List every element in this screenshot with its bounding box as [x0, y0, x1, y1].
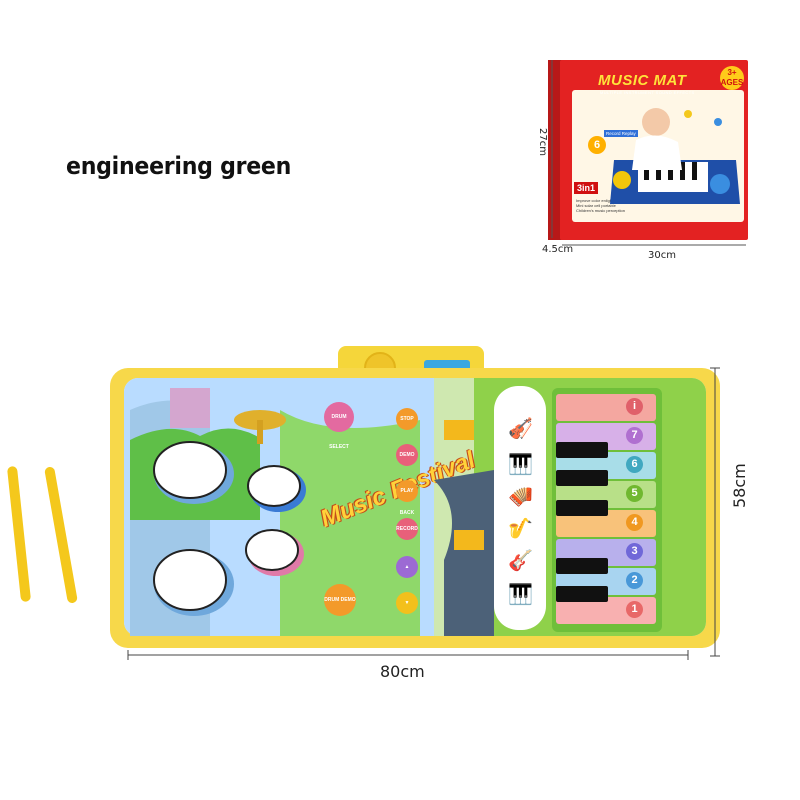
box-height-line [551, 60, 553, 238]
record-replay-label: Record Replay [604, 130, 638, 137]
box-width-line [562, 244, 746, 246]
key-number-badge: i [626, 398, 643, 415]
guitar-icon[interactable]: 🎸 [508, 550, 533, 572]
age-badge: 3+ AGES [720, 66, 744, 90]
drum-pad-icon [153, 549, 227, 611]
bulldozer-icon [454, 530, 484, 550]
box-depth-label: 4.5cm [542, 244, 574, 255]
box-title: MUSIC MAT [598, 72, 687, 89]
box-feature-list: Improve color enlightenment Mini solar c… [576, 198, 626, 213]
mat-width-line [127, 650, 689, 660]
play-back-button[interactable]: PLAY BACK [396, 480, 418, 516]
drum-pad-icon [245, 529, 299, 571]
key-number-badge: 4 [626, 514, 643, 531]
three-in-one-badge: 3in1 [574, 182, 599, 194]
baby-head [642, 108, 670, 136]
feature-item: Mini solar cell portable [576, 203, 616, 208]
mat-width-label: 80cm [380, 662, 425, 681]
box-subtitle: MULTIPLE INSTRUMENT SOUND EFFECTS [600, 90, 695, 95]
record-button[interactable]: RECORD [396, 518, 418, 540]
mat-height-line [710, 367, 720, 657]
feature-item: Children's music perception [576, 208, 626, 213]
drum-demo-button[interactable]: DRUM DEMO [324, 584, 356, 616]
road-illustration [434, 420, 494, 636]
key-number-badge: 3 [626, 543, 643, 560]
saxophone-icon[interactable]: 🎷 [508, 518, 533, 540]
violin-icon[interactable]: 🎻 [508, 418, 533, 440]
key-number-badge: 7 [626, 427, 643, 444]
accordion-icon[interactable]: 🪗 [508, 486, 533, 508]
drum-set-illustration [130, 388, 420, 636]
product-caption: engineering green [66, 152, 292, 180]
key-number-badge: 2 [626, 572, 643, 589]
keyboard-icon[interactable]: 🎹 [508, 584, 533, 606]
mat-height-label: 58cm [730, 463, 749, 508]
mode-number-badge: 6 [588, 136, 606, 154]
tempo-up-button[interactable]: ▲ [396, 556, 418, 578]
instrument-selector [494, 386, 546, 630]
box-photo-illustration [610, 108, 740, 204]
demo-button[interactable]: DEMO [396, 444, 418, 466]
excavator-icon [444, 420, 474, 440]
tempo-down-button[interactable]: ▼ [396, 592, 418, 614]
stop-button[interactable]: STOP [396, 408, 418, 430]
drumstick-right [44, 466, 78, 604]
xylophone-icon[interactable]: 🎹 [508, 454, 533, 476]
drum-pad-icon [247, 465, 301, 507]
piano-keys [556, 394, 656, 624]
box-height-label: 27cm [537, 128, 548, 156]
key-number-badge: 6 [626, 456, 643, 473]
drum-select-button[interactable]: DRUM SELECT [324, 402, 354, 450]
drum-pad-icon [153, 441, 227, 499]
key-number-badge: 1 [626, 601, 643, 618]
feature-item: Improve color enlightenment [576, 198, 627, 203]
box-width-label: 30cm [648, 250, 676, 261]
key-number-badge: 5 [626, 485, 643, 502]
drumstick-left [6, 465, 32, 603]
